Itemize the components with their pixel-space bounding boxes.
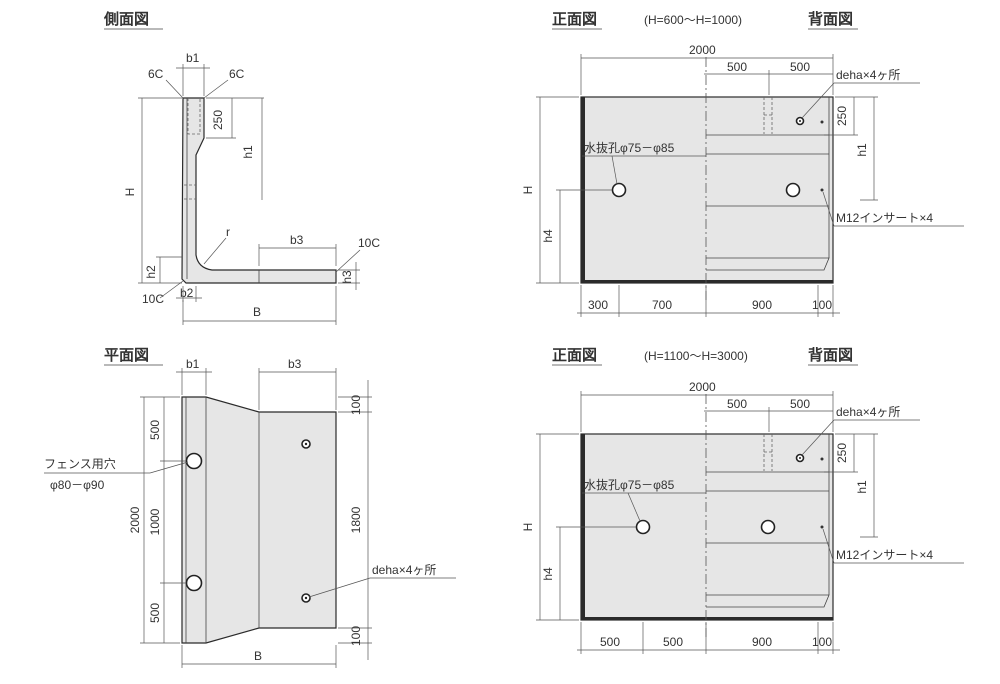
side-h2-label: h2 [144, 265, 158, 279]
front2-500a-label: 500 [727, 397, 747, 411]
front2-title-back: 背面図 [808, 346, 853, 364]
front2-500b-bottom-label: 500 [663, 635, 683, 649]
front2-title-front: 正面図 [552, 347, 597, 364]
plan-500-top-label: 500 [148, 420, 162, 440]
front1-range: (H=600～H=1000) [644, 13, 742, 27]
side-view: 側面図 b1 6C 6C 250 h1 H h2 r b3 10C h3 10C [103, 10, 380, 325]
side-h1-label: h1 [241, 145, 255, 159]
side-h3-label: h3 [340, 270, 354, 284]
front1-900-label: 900 [752, 298, 772, 312]
front2-deha-note: deha×4ヶ所 [836, 405, 900, 419]
side-b1-label: b1 [186, 51, 200, 65]
front1-deha-note: deha×4ヶ所 [836, 68, 900, 82]
plan-1800-label: 1800 [349, 506, 363, 533]
fence-hole-upper [185, 452, 203, 470]
front2-drain-note: 水抜孔φ75－φ85 [584, 478, 675, 492]
front-view-1: 正面図 (H=600～H=1000) 背面図 2000 500 500 deha… [521, 10, 964, 317]
side-view-body [181, 97, 337, 284]
side-10c-left-label: 10C [142, 292, 164, 306]
front1-h1-label: h1 [855, 143, 869, 157]
front1-drain-right [785, 182, 801, 198]
front2-h1-label: h1 [855, 480, 869, 494]
front1-drain-note: 水抜孔φ75－φ85 [584, 141, 675, 155]
side-chamfer-left-label: 6C [148, 67, 164, 81]
front2-insert-note: M12インサート×4 [836, 548, 933, 562]
side-chamfer-right-label: 6C [229, 67, 245, 81]
front1-insert-note: M12インサート×4 [836, 211, 933, 225]
fence-hole-note-2: φ80－φ90 [50, 478, 105, 492]
plan-100-top-label: 100 [349, 395, 363, 415]
front2-250-label: 250 [835, 443, 849, 463]
front2-range: (H=1100～H=3000) [644, 349, 748, 363]
side-view-title: 側面図 [103, 10, 149, 28]
front1-drain-left [611, 182, 627, 198]
front1-title-front: 正面図 [552, 11, 597, 28]
front1-H-label: H [521, 186, 535, 195]
side-250-label: 250 [211, 110, 225, 130]
plan-1000-label: 1000 [148, 508, 162, 535]
front2-h4-label: h4 [541, 567, 555, 581]
front2-drain-right [760, 519, 776, 535]
plan-b1-label: b1 [186, 357, 200, 371]
front1-250-label: 250 [835, 106, 849, 126]
front2-2000-label: 2000 [689, 380, 716, 394]
front1-100-label: 100 [812, 298, 832, 312]
side-b2-label: b2 [180, 286, 194, 300]
plan-500-bottom-label: 500 [148, 603, 162, 623]
side-B-label: B [253, 305, 261, 319]
front-view-2: 正面図 (H=1100～H=3000) 背面図 2000 500 500 deh… [521, 346, 964, 654]
plan-view: 平面図 b1 b3 100 1800 100 2000 500 1000 500… [44, 347, 456, 668]
fence-hole-lower [185, 574, 203, 592]
front1-500b-label: 500 [790, 60, 810, 74]
side-b3-label: b3 [290, 233, 304, 247]
plan-b3-label: b3 [288, 357, 302, 371]
front1-700-label: 700 [652, 298, 672, 312]
side-r-label: r [226, 225, 230, 239]
front2-500b-label: 500 [790, 397, 810, 411]
front2-900-label: 900 [752, 635, 772, 649]
front1-h4-label: h4 [541, 229, 555, 243]
plan-100-bottom-label: 100 [349, 626, 363, 646]
side-10c-right-label: 10C [358, 236, 380, 250]
plan-2000-label: 2000 [128, 506, 142, 533]
front1-title-back: 背面図 [808, 10, 853, 28]
plan-deha-note: deha×4ヶ所 [372, 563, 436, 577]
front1-2000-label: 2000 [689, 43, 716, 57]
front2-drain-left [635, 519, 651, 535]
plan-view-title: 平面図 [104, 347, 149, 364]
plan-B-label: B [254, 649, 262, 663]
side-H-label: H [123, 188, 137, 197]
front2-500a-bottom-label: 500 [600, 635, 620, 649]
front1-300-label: 300 [588, 298, 608, 312]
fence-hole-note-1: フェンス用穴 [44, 456, 116, 471]
front2-100-label: 100 [812, 635, 832, 649]
front1-500a-label: 500 [727, 60, 747, 74]
front2-H-label: H [521, 523, 535, 532]
